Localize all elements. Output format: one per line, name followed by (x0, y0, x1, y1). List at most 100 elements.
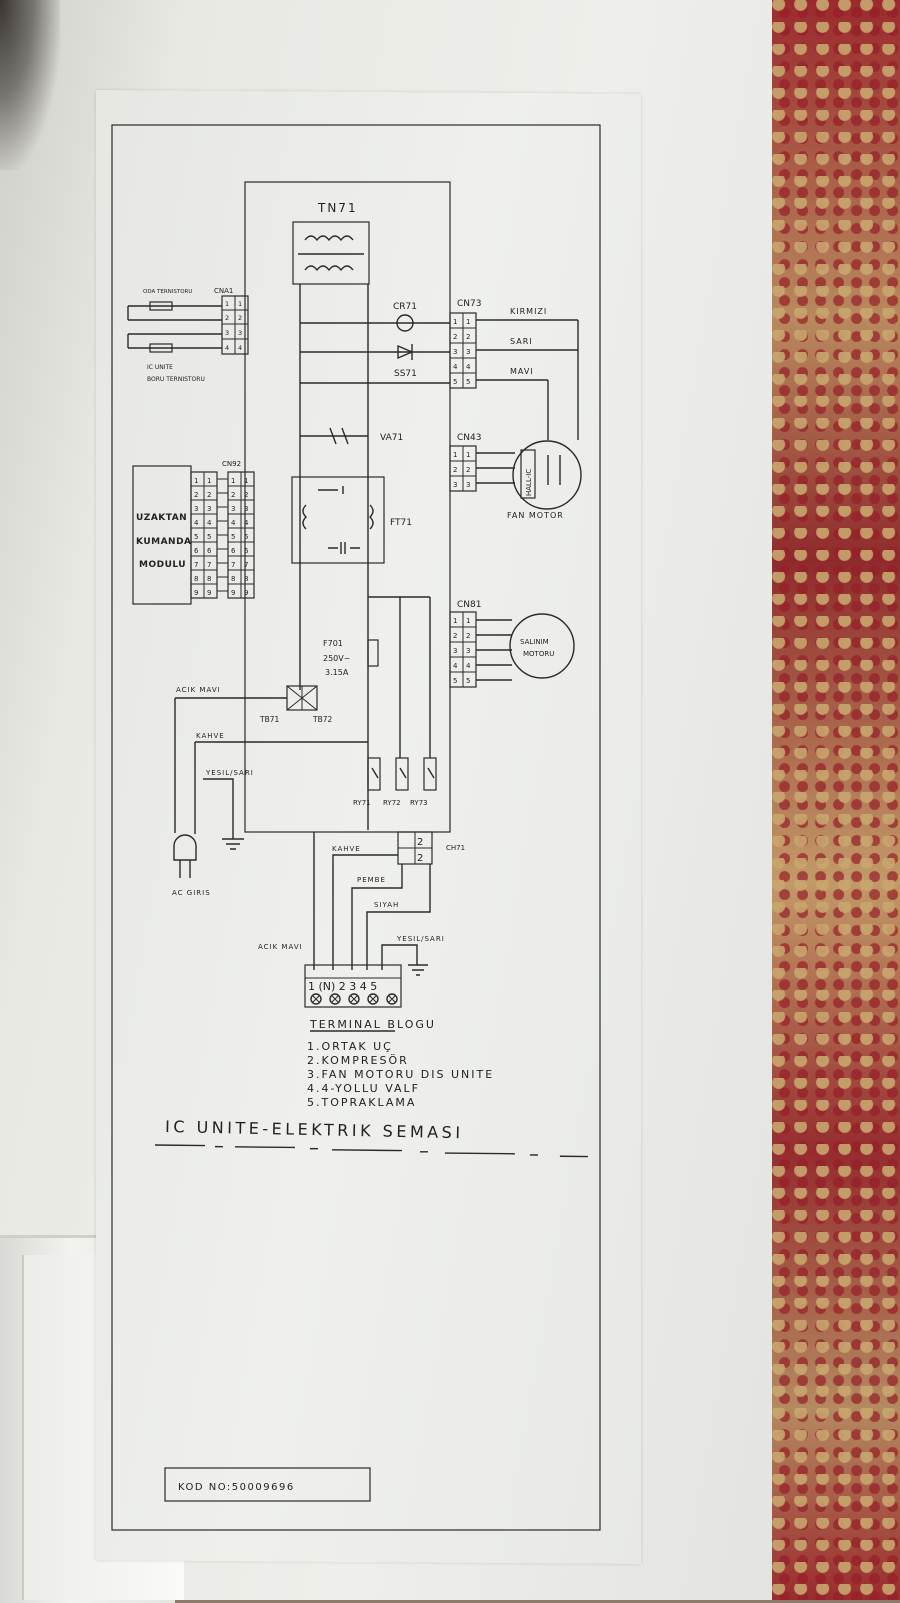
ft71-box (291, 476, 385, 564)
wire-mavi-label: MAVI (510, 367, 534, 376)
svg-text:1: 1 (453, 617, 457, 625)
ch71-label: CH71 (446, 844, 465, 852)
terminal-item-4: 4.4-YOLLU VALF (307, 1082, 420, 1095)
svg-text:3: 3 (238, 329, 242, 337)
cn92-pin-label: 8 (231, 575, 235, 583)
svg-text:2: 2 (453, 333, 457, 341)
cn92-pin-label: 5 (244, 533, 248, 541)
cn92-pin-label: 1 (207, 477, 211, 485)
remote-label-3: MODULU (139, 560, 186, 570)
ac-plug-symbol (173, 834, 197, 861)
svg-text:2: 2 (453, 632, 457, 640)
transformer-label: TN71 (317, 201, 358, 215)
svg-text:3: 3 (453, 481, 457, 489)
svg-text:1: 1 (466, 318, 470, 326)
terminal-screw (348, 993, 360, 1005)
ss71-label: SS71 (394, 369, 417, 379)
cn92-pin-label: 3 (244, 505, 248, 513)
cn92-pin-label: 2 (231, 491, 235, 499)
cn92-pin-label: 6 (231, 547, 236, 555)
corner-shadow (0, 0, 60, 170)
terminal-item-1: 1.ORTAK UÇ (307, 1040, 393, 1053)
oda-ternistoru-label: ODA TERNISTORU (143, 289, 192, 295)
svg-text:2: 2 (417, 853, 423, 864)
cn92-pin-label: 8 (194, 575, 198, 583)
cn92-pin-label: 6 (244, 547, 249, 555)
cn92-pin-label: 6 (207, 547, 212, 555)
ic-unite-label: IC UNITE (147, 364, 173, 371)
kahve-label: KAHVE (196, 732, 225, 740)
fan-motor-symbol (512, 440, 582, 510)
cn92-pin-label: 9 (194, 589, 198, 597)
transformer-primary-coil (304, 235, 354, 242)
fuse-label-3: 3.15A (325, 668, 349, 677)
salinim-label-1: SALINIM (520, 638, 549, 646)
cn92-pin-label: 3 (194, 505, 198, 513)
cn92-pin-label: 5 (207, 533, 211, 541)
tb71-label: TB71 (259, 715, 279, 724)
svg-text:3: 3 (225, 329, 229, 337)
cn92-pin-label: 1 (194, 477, 198, 485)
salinim-motor-symbol (509, 613, 575, 679)
cn92-pin-label: 3 (231, 505, 235, 513)
cna1-connector (221, 295, 249, 355)
fuse-label-1: F701 (323, 639, 343, 648)
svg-text:3: 3 (466, 348, 470, 356)
terminal-numbers: 1 (N) 2 3 4 5 (308, 980, 377, 993)
cn92-pin-label: 1 (231, 477, 235, 485)
tb72-label: TB72 (312, 715, 332, 724)
terminal-screw (367, 993, 379, 1005)
carpet-pattern (772, 0, 900, 1600)
cn92-pin-label: 9 (231, 589, 235, 597)
cn92-pin-label: 2 (207, 491, 211, 499)
terminal-screw (329, 993, 341, 1005)
pcb-outline (244, 181, 451, 833)
cn92-pin-label: 4 (194, 519, 199, 527)
oda-thermistor-symbol (149, 301, 173, 311)
wire-kirmizi-label: KIRMIZI (510, 307, 547, 316)
kahve-2-label: KAHVE (332, 845, 361, 853)
salinim-label-2: MOTORU (523, 650, 554, 658)
boru-ternistoru-label: BORU TERNISTORU (147, 376, 205, 383)
cn43-connector (449, 445, 477, 492)
terminal-screws (310, 993, 398, 1005)
terminal-screw (310, 993, 322, 1005)
svg-text:2: 2 (453, 466, 457, 474)
svg-text:1: 1 (453, 318, 457, 326)
cn92-pin-label: 3 (207, 505, 211, 513)
kod-no-label: KOD NO:50009696 (178, 1482, 295, 1493)
svg-text:1: 1 (225, 300, 229, 308)
cn92-pin-label: 5 (194, 533, 198, 541)
svg-text:5: 5 (453, 378, 457, 386)
ground-symbol-right (408, 964, 428, 976)
diagram-title: IC UNITE-ELEKTRIK SEMASI (165, 1117, 464, 1142)
pembe-label: PEMBE (357, 876, 386, 884)
fuse-label-2: 250V~ (323, 654, 350, 663)
cn92-pin-label: 9 (207, 589, 211, 597)
va71-symbol (329, 427, 349, 445)
cn92-pin-label: 1 (244, 477, 248, 485)
cn92-pin-label: 5 (231, 533, 235, 541)
svg-text:2: 2 (466, 632, 470, 640)
svg-text:1: 1 (238, 300, 242, 308)
terminal-screw (386, 993, 398, 1005)
cn92-pin-label: 7 (207, 561, 211, 569)
cn92-pin-label: 7 (244, 561, 248, 569)
svg-text:2: 2 (417, 837, 423, 848)
hall-ic-label: HALL-IC (525, 469, 533, 496)
svg-text:1: 1 (466, 451, 470, 459)
ry73-symbol (423, 757, 437, 791)
boru-thermistor-symbol (149, 343, 173, 353)
svg-text:5: 5 (466, 378, 470, 386)
ss71-symbol (397, 344, 414, 360)
terminal-title: TERMINAL BLOGU (309, 1018, 436, 1031)
cn92-pin-label: 8 (244, 575, 248, 583)
svg-text:4: 4 (453, 363, 458, 371)
fuse-symbol (367, 639, 379, 667)
cn92-pin-label: 6 (194, 547, 199, 555)
cn81-label: CN81 (457, 600, 481, 610)
sheet-border (111, 124, 601, 1531)
svg-text:2: 2 (466, 466, 470, 474)
